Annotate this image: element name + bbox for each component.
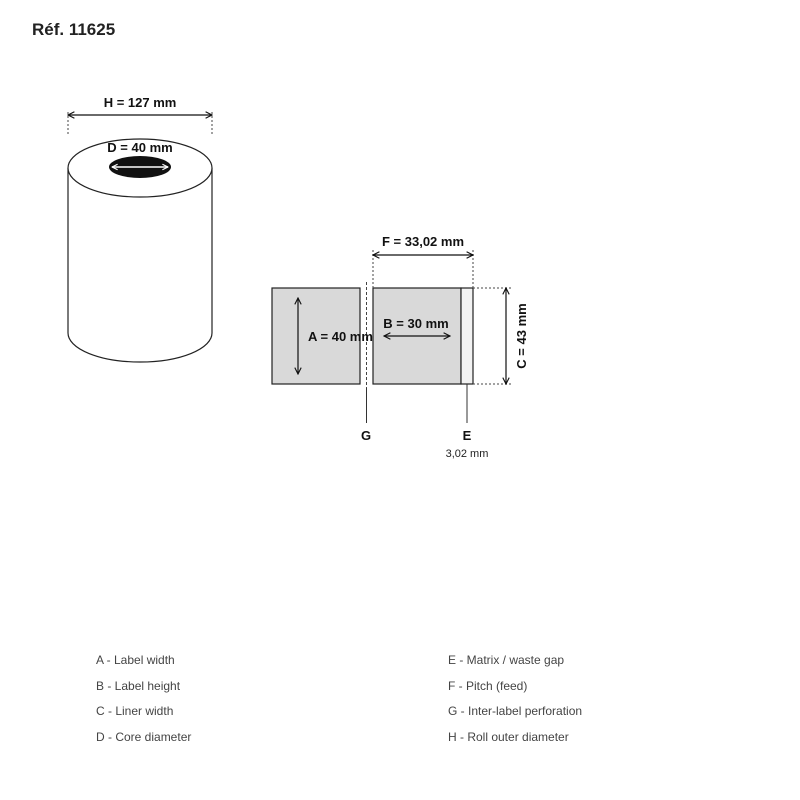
matrix-gap-strip [460,287,474,385]
roll-body [67,168,213,363]
legend-item: D - Core diameter [96,729,192,744]
legend-left: A - Label width B - Label height C - Lin… [96,652,191,754]
outer-diameter-label: H = 127 mm [104,95,177,110]
label-layout: G E 3,02 mm A = 40 mm B = 30 mm F = 33,0… [271,234,529,460]
legend-item: G - Inter-label perforation [448,704,583,718]
height-label: B = 30 mm [383,316,448,331]
perforation-letter: G [361,428,371,443]
legend-item: A - Label width [96,653,175,667]
label-left [271,287,361,385]
legend-item: F - Pitch (feed) [448,678,528,693]
roll-illustration: D = 40 mm H = 127 mm [67,95,213,363]
core-diameter-label: D = 40 mm [107,140,172,155]
width-label: A = 40 mm [308,329,373,344]
legend-item: E - Matrix / waste gap [448,653,565,667]
liner-label: C = 43 mm [514,303,529,368]
legend-item: H - Roll outer diameter [448,729,569,744]
reference-title: Réf. 11625 [32,20,116,39]
pitch-label: F = 33,02 mm [382,234,464,249]
legend-right: E - Matrix / waste gap F - Pitch (feed) … [448,652,582,754]
gap-value: 3,02 mm [446,448,489,460]
legend-item: C - Liner width [96,704,174,718]
gap-letter: E [463,428,472,443]
legend-item: B - Label height [96,678,181,693]
